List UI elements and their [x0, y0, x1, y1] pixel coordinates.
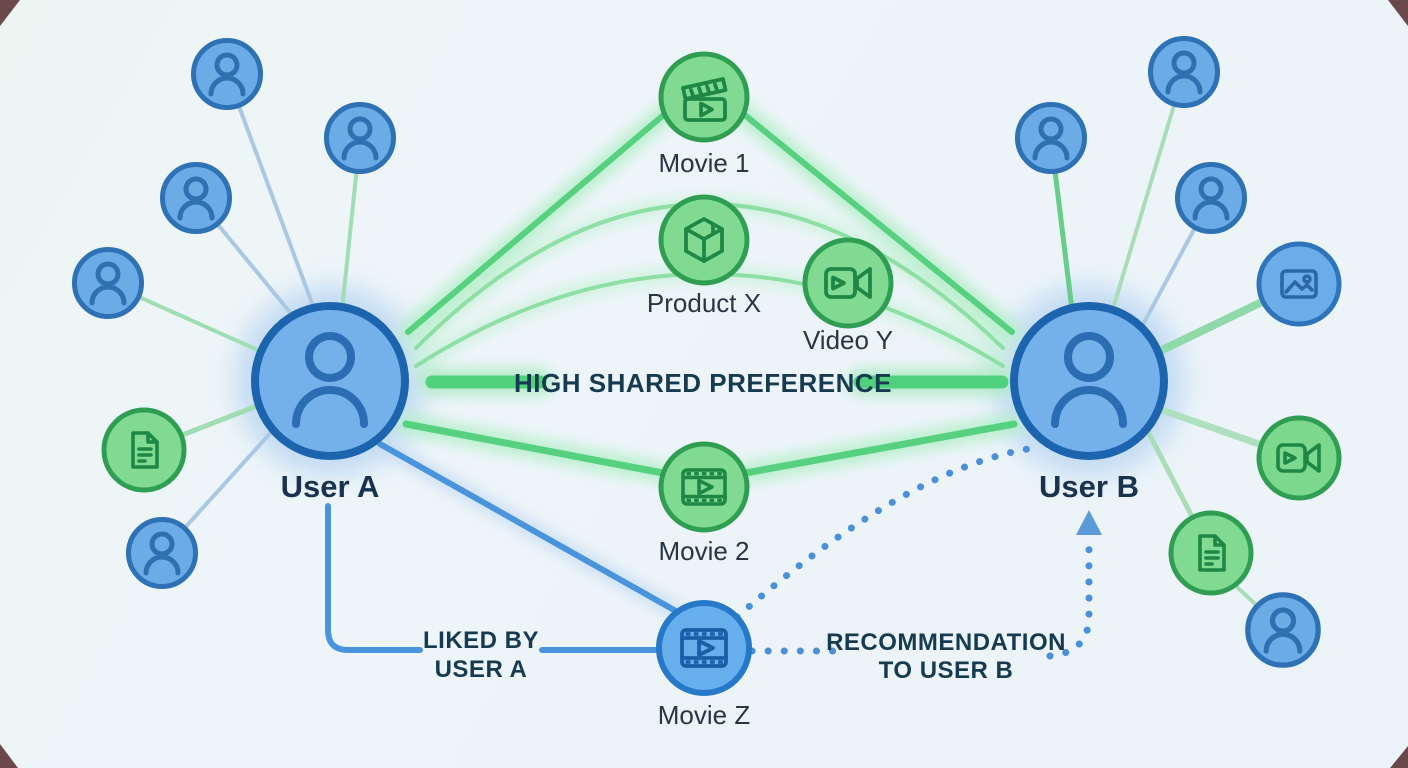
- film-strip-icon: [680, 628, 728, 668]
- peer-user-node: [163, 165, 230, 232]
- corner-artifact: [1390, 746, 1408, 768]
- edge-recommendation-curve: [733, 445, 1032, 621]
- document-icon: [131, 431, 159, 469]
- video-camera-icon: [824, 267, 872, 299]
- corner-artifact: [0, 744, 18, 768]
- peer-user-node: [1018, 105, 1085, 172]
- peer-user-node: [75, 250, 142, 317]
- clapperboard-icon: [681, 77, 728, 122]
- product-x-node: [658, 194, 750, 286]
- user-b-node: [1010, 302, 1168, 460]
- edge-user-a-movie2: [402, 420, 672, 478]
- video-camera-icon: [1276, 443, 1321, 473]
- recommendation-arrowhead-icon: [1076, 510, 1102, 535]
- blue-links: [325, 441, 1102, 660]
- movie-z-label: Movie Z: [658, 700, 751, 730]
- movie2-label: Movie 2: [658, 536, 749, 566]
- user-a-node: [251, 302, 409, 460]
- edge-user-a-movie-z: [377, 441, 677, 613]
- satellite-item-nodes: [101, 241, 1342, 596]
- user-a-label: User A: [281, 469, 380, 504]
- video-y-node: [802, 237, 894, 329]
- corner-artifact: [0, 0, 20, 26]
- edge-peer1-user-a: [225, 72, 318, 316]
- person-icon: [1051, 332, 1127, 428]
- image-item-node: [1256, 241, 1342, 327]
- peer-user-node: [194, 41, 261, 108]
- video-item-node: [1256, 415, 1342, 501]
- movie-z-node: [656, 600, 752, 696]
- film-strip-icon: [681, 468, 727, 506]
- video-y-label: Video Y: [803, 325, 893, 355]
- liked-by-label-line1: LIKED BY: [423, 627, 539, 654]
- edge-movie1-user-b: [738, 109, 1015, 335]
- peer-user-node: [1151, 39, 1218, 106]
- movie2-node: [658, 441, 750, 533]
- peer-user-node: [129, 520, 196, 587]
- movie1-label: Movie 1: [658, 148, 749, 178]
- peer-user-node: [327, 105, 394, 172]
- edge-peer7-user-b: [1110, 70, 1186, 314]
- movie1-node: [658, 51, 750, 143]
- peer-user-node: [1248, 595, 1318, 665]
- main-user-nodes: [251, 302, 1168, 460]
- user-b-label: User B: [1039, 469, 1139, 504]
- peer-user-node: [1178, 165, 1245, 232]
- edge-liked-by-elbow: [325, 503, 423, 653]
- corner-artifact: [1388, 0, 1408, 26]
- recommendation-label-line1: RECOMMENDATION: [826, 629, 1066, 656]
- edge-recommendation-dotted-right: [1046, 534, 1093, 660]
- labels: Movie 1 Product X Video Y Movie 2 Movie …: [281, 148, 1139, 730]
- liked-by-label-line2: USER A: [435, 656, 528, 683]
- image-icon: [1280, 269, 1318, 299]
- shared-item-nodes: [656, 51, 894, 696]
- document-icon: [1198, 534, 1226, 572]
- product-x-label: Product X: [647, 288, 761, 318]
- edge-user-a-movie1: [405, 109, 670, 335]
- document-item-node: [101, 407, 187, 493]
- edge-movie2-user-b: [736, 420, 1018, 478]
- document-item-node: [1168, 510, 1254, 596]
- shared-preference-label: HIGH SHARED PREFERENCE: [514, 368, 892, 398]
- person-icon: [292, 332, 368, 428]
- recommendation-label-line2: TO USER B: [879, 657, 1014, 684]
- package-box-icon: [684, 217, 724, 263]
